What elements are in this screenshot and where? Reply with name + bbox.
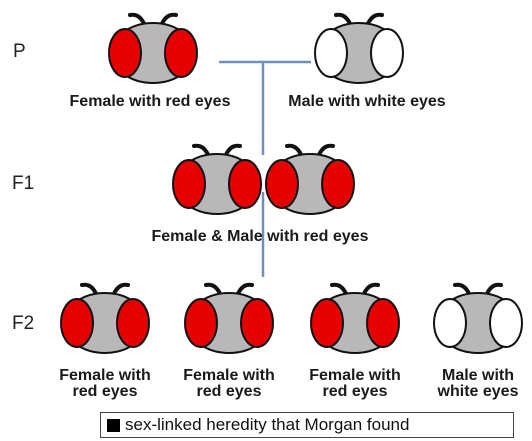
- red-eye-right: [367, 299, 399, 347]
- white-eye-left: [315, 29, 347, 77]
- red-eye-left: [61, 299, 93, 347]
- white-eye-right: [371, 29, 403, 77]
- f2-female-2-label: Female with red eyes: [172, 368, 286, 400]
- f2-female-fly-2: [185, 285, 273, 353]
- red-eye-right: [229, 160, 261, 208]
- red-eye-left: [266, 160, 298, 208]
- f2-female-fly-3: [311, 285, 399, 353]
- p-female-label: Female with red eyes: [40, 94, 260, 110]
- red-eye-left: [311, 299, 343, 347]
- p-male-fly: [315, 15, 403, 83]
- red-eye-right: [165, 29, 197, 77]
- f2-female-3-label: Female with red eyes: [298, 368, 412, 400]
- white-eye-right: [490, 299, 522, 347]
- caption-text: sex-linked heredity that Morgan found: [125, 415, 409, 435]
- f1-pair-label: Female & Male with red eyes: [110, 229, 410, 245]
- f2-male-fly: [434, 285, 522, 353]
- generation-label-f2: F2: [12, 313, 34, 335]
- f2-male-label: Male with white eyes: [430, 368, 526, 400]
- red-eye-left: [185, 299, 217, 347]
- white-eye-left: [434, 299, 466, 347]
- red-eye-right: [241, 299, 273, 347]
- f2-female-fly-1: [61, 285, 149, 353]
- caption-bullet-icon: [107, 419, 120, 432]
- red-eye-left: [173, 160, 205, 208]
- red-eye-right: [117, 299, 149, 347]
- red-eye-left: [109, 29, 141, 77]
- generation-label-f1: F1: [12, 173, 34, 195]
- p-male-label: Male with white eyes: [262, 94, 472, 110]
- f2-female-1-label: Female with red eyes: [48, 368, 162, 400]
- p-female-fly: [109, 15, 197, 83]
- f1-female-fly: [173, 146, 261, 214]
- f1-male-fly: [266, 146, 354, 214]
- red-eye-right: [322, 160, 354, 208]
- caption-box: sex-linked heredity that Morgan found: [100, 412, 514, 438]
- generation-label-p: P: [13, 41, 26, 63]
